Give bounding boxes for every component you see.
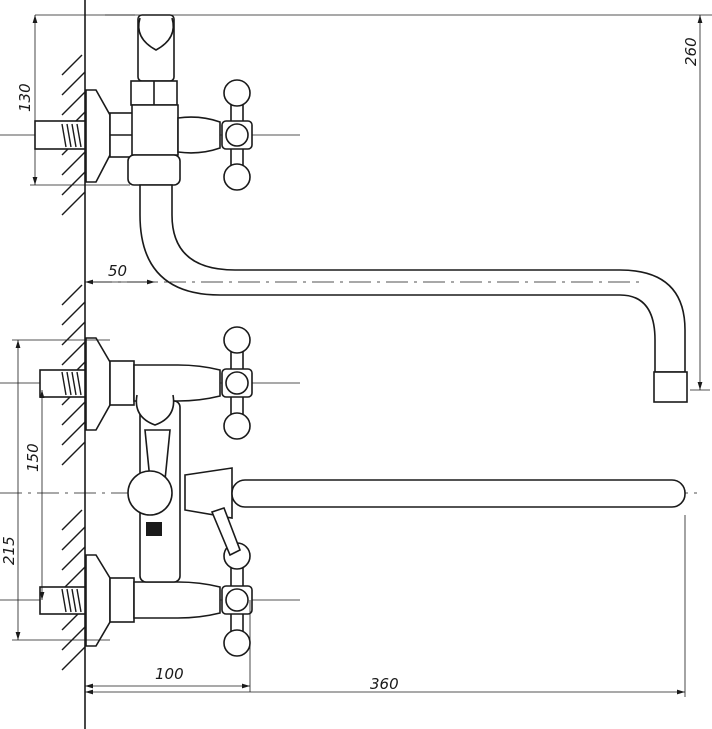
dim-260: 260 <box>682 37 700 66</box>
cross-handle-lower[interactable] <box>221 542 253 657</box>
dim-100: 100 <box>155 665 184 683</box>
hose-outlet <box>146 522 162 536</box>
spout-swivel <box>184 467 233 519</box>
valve-stem <box>177 116 221 154</box>
straight-spout <box>231 479 686 508</box>
shower-holder-front <box>135 394 175 426</box>
top-mixer-view <box>0 14 688 403</box>
thread <box>61 123 82 148</box>
front-mixer-view <box>0 326 700 657</box>
cross-handle-upper[interactable] <box>221 326 253 440</box>
dim-130: 130 <box>16 83 34 112</box>
dim-215: 215 <box>0 536 18 565</box>
cross-handle-top[interactable] <box>221 79 253 191</box>
spout-collar <box>127 154 181 186</box>
long-spout <box>139 184 686 373</box>
aerator <box>653 371 688 403</box>
dimensions: 130 260 50 150 215 100 360 <box>0 14 712 697</box>
wall <box>61 0 86 729</box>
wall-flange <box>85 89 111 183</box>
dim-360: 360 <box>370 675 399 693</box>
dim-50: 50 <box>108 262 127 280</box>
valve-body <box>131 104 179 156</box>
dim-150: 150 <box>24 443 42 472</box>
diverter-lever <box>210 506 242 557</box>
